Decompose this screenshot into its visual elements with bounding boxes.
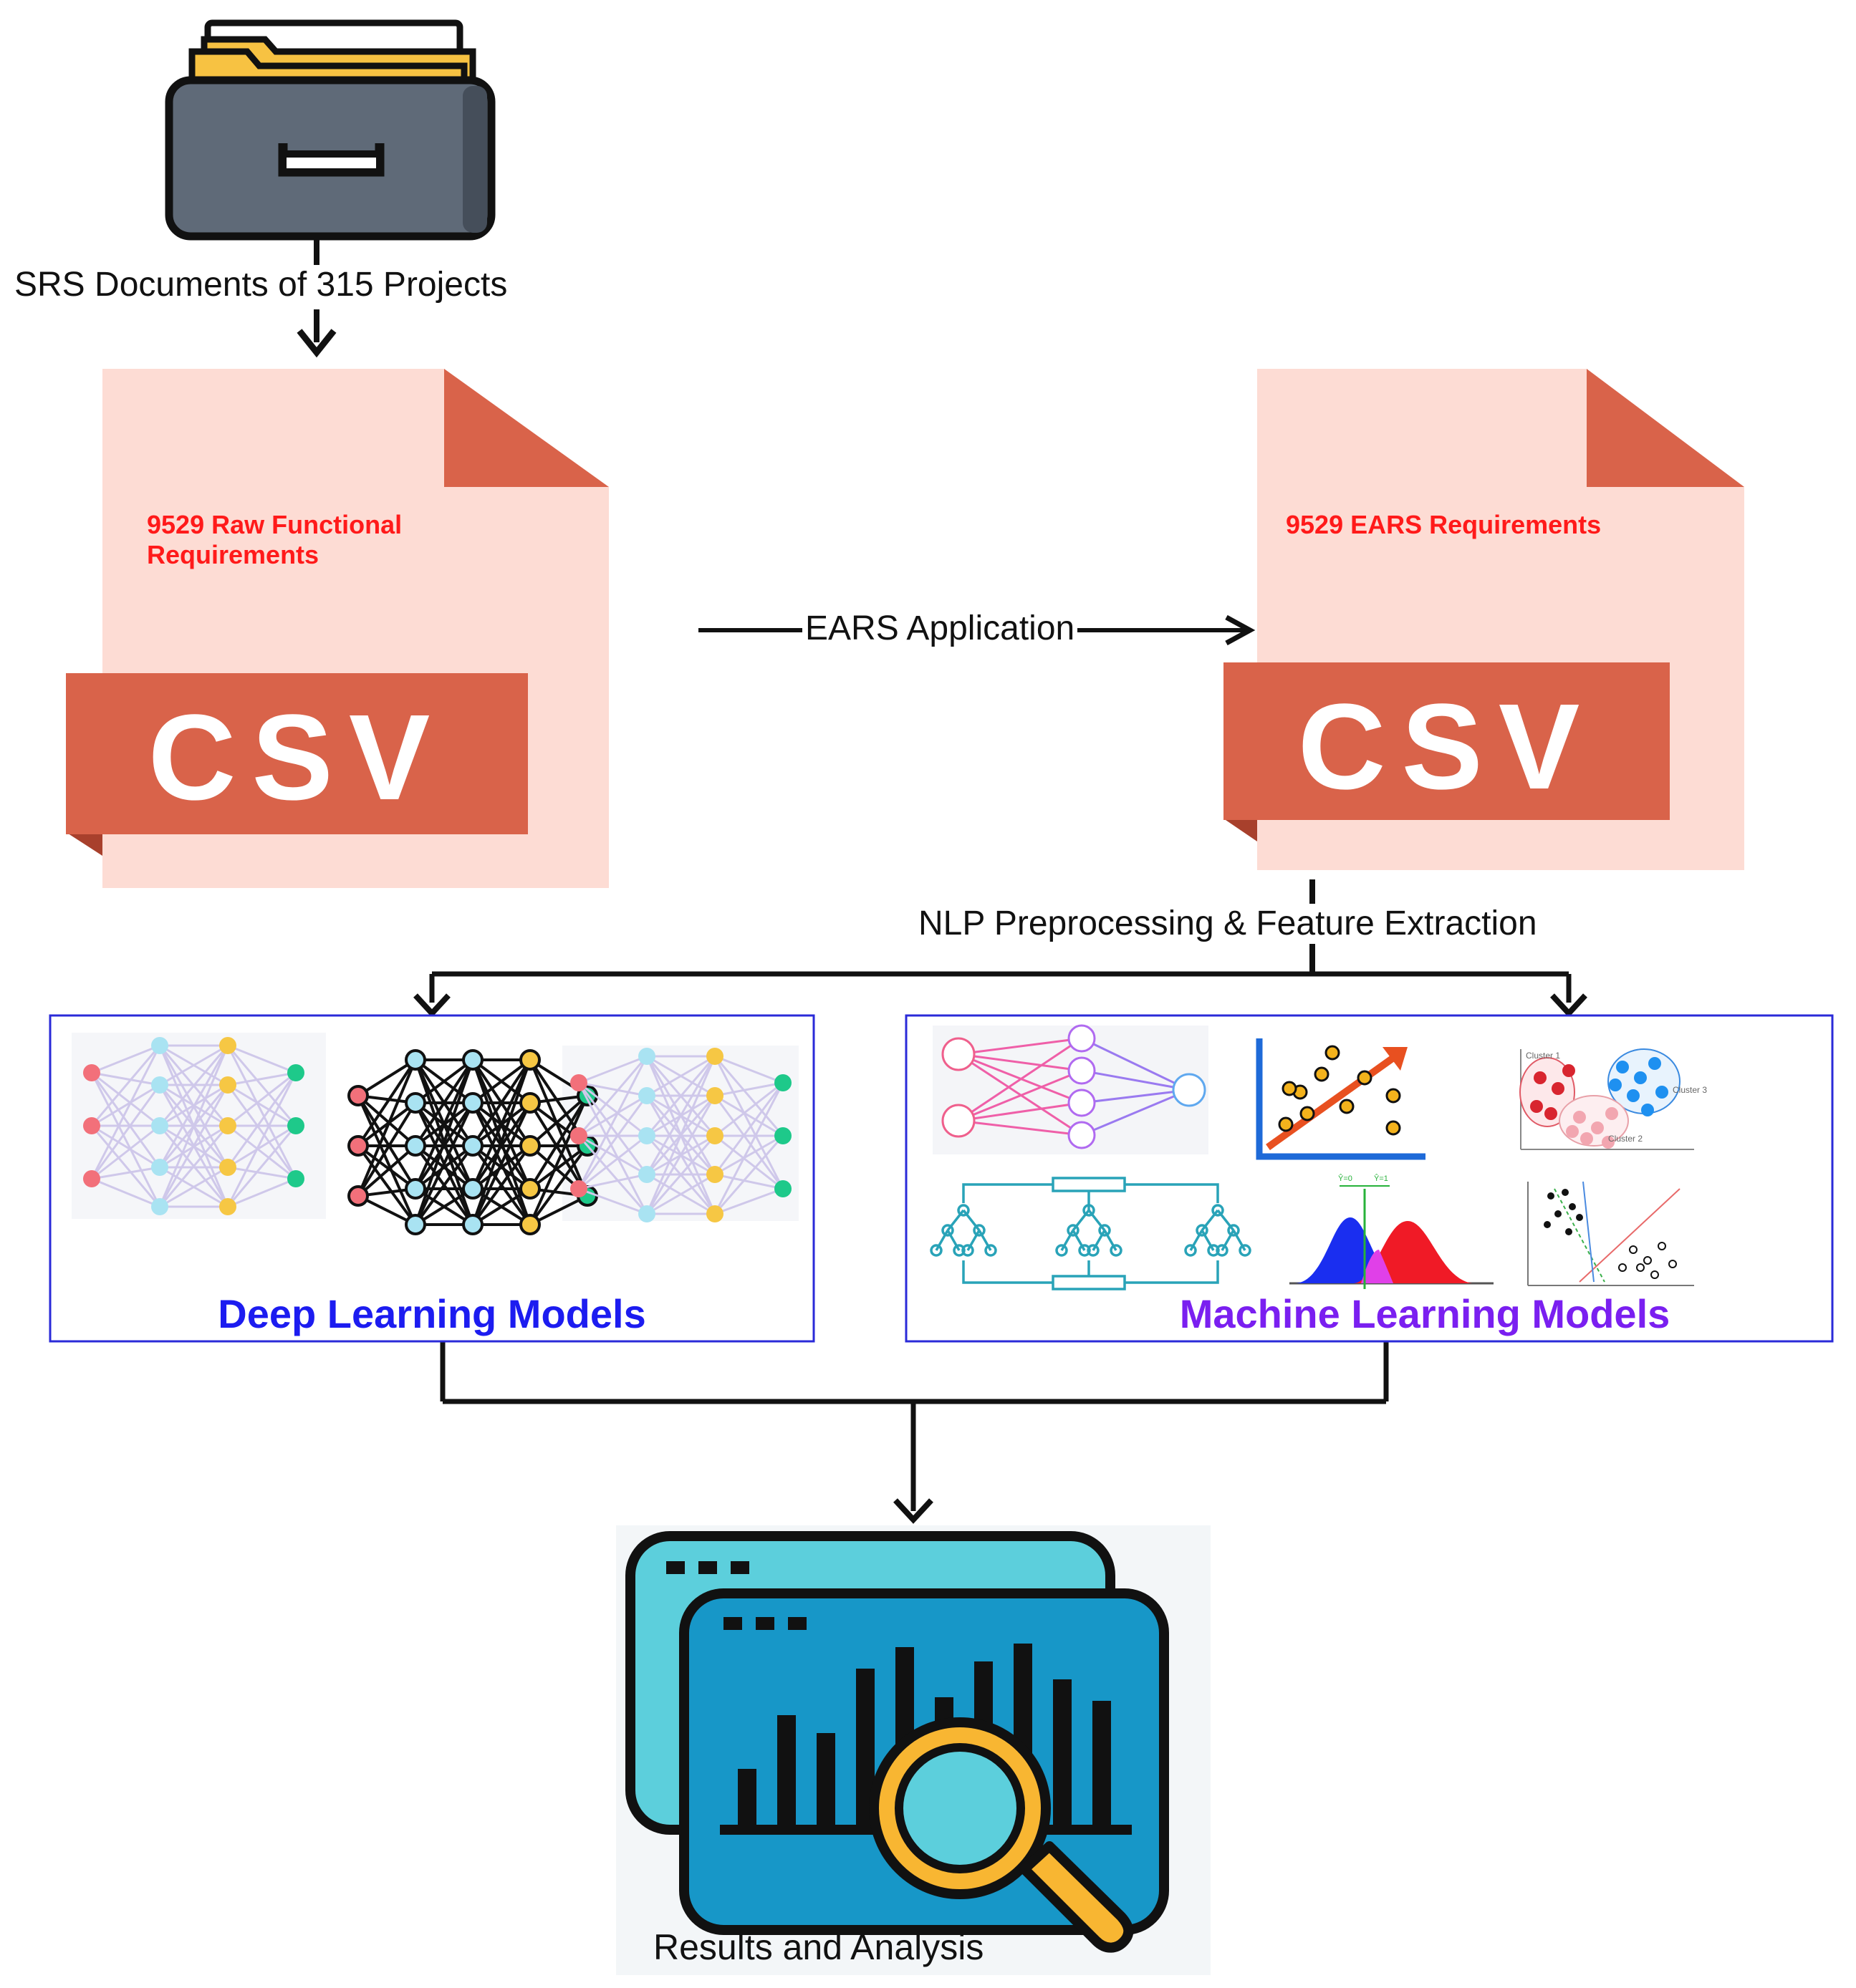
perceptron-icon [933,1024,1208,1154]
cluster-2-label: Cluster 2 [1608,1134,1643,1144]
raw-csv-caption-line-1: 9529 Raw Functional [147,510,403,539]
random-forest-icon [930,1177,1251,1290]
naive-bayes-icon [1279,1174,1494,1289]
raw-csv-caption-line-2: Requirements [147,540,319,569]
nlp-split-arrow [413,879,1587,1018]
ears-application-label: EARS Application [802,609,1078,648]
machine-learning-title: Machine Learning Models [1179,1291,1670,1336]
neural-network-icon [570,1048,792,1222]
raw-csv-caption: 9529 Raw Functional Requirements [147,510,402,570]
nlp-preprocessing-label: NLP Preprocessing & Feature Extraction [918,904,1537,943]
neural-network-icon [83,1037,304,1215]
source-arrow [297,236,337,358]
ears-csv-caption: 9529 EARS Requirements [1286,510,1602,539]
clustering-icon [1515,1046,1694,1153]
svm-icon [1515,1174,1698,1293]
file-cabinet-icon [165,19,496,241]
raw-csv-file-icon [66,369,609,888]
ears-csv-file-icon [1223,369,1744,870]
linear-regression-icon [1250,1031,1429,1160]
merge-arrow [440,1341,1389,1524]
cluster-1-label: Cluster 1 [1526,1051,1561,1061]
y1-label: Ŷ=1 [1374,1174,1388,1183]
cluster-3-label: Cluster 3 [1673,1085,1708,1095]
ears-csv-badge: CSV [1297,679,1596,815]
results-label: Results and Analysis [653,1927,984,1967]
y0-label: Ŷ=0 [1338,1174,1352,1183]
neural-network-icons [83,1037,792,1235]
neural-network-icon [347,1049,598,1235]
deep-learning-title: Deep Learning Models [218,1291,646,1336]
source-label: SRS Documents of 315 Projects [14,265,508,304]
analytics-dashboard-icon [616,1525,1211,1975]
raw-csv-badge: CSV [148,690,446,826]
